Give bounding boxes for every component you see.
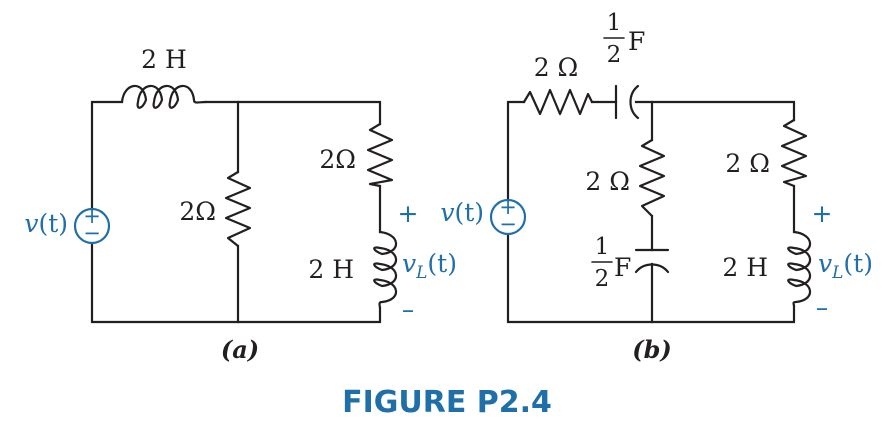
- inductor-b-right: [787, 230, 812, 308]
- inductor-a-top: [120, 84, 208, 109]
- voltage-source-a: [73, 207, 111, 245]
- wire-a-top-right: [204, 100, 382, 126]
- wire-b-top-right: [634, 100, 796, 122]
- wire-a-top-left: [90, 100, 124, 216]
- output-b-label: vL(t): [818, 249, 873, 283]
- resistor-b-middle-label: 2 Ω: [585, 167, 630, 196]
- resistor-b-top-label: 2 Ω: [534, 53, 579, 82]
- output-b-minus: –: [816, 293, 829, 322]
- source-a-label: v(t): [24, 209, 68, 238]
- wire-a-bottom: [90, 236, 382, 324]
- circuit-a-tag: (a): [221, 335, 259, 364]
- capacitor-b-bottom-num: 1: [595, 234, 610, 260]
- resistor-b-right-label: 2 Ω: [725, 149, 770, 178]
- resistor-a-middle: [224, 170, 252, 248]
- capacitor-b-bottom-den: 2: [595, 266, 610, 292]
- figure-caption: FIGURE P2.4: [342, 385, 552, 420]
- circuit-b-tag: (b): [632, 335, 672, 364]
- resistor-a-right-label: 2Ω: [319, 145, 356, 174]
- capacitor-b-bottom-plate-curved: [634, 263, 670, 274]
- resistor-b-right: [780, 118, 808, 188]
- voltage-source-b-plus: +: [499, 195, 517, 219]
- inductor-a-top-label: 2 H: [141, 45, 187, 74]
- capacitor-b-top-unit: F: [628, 27, 645, 56]
- wire-b-top-left: [506, 100, 526, 206]
- capacitor-b-top-num: 1: [607, 10, 622, 36]
- output-a-label: vL(t): [402, 249, 457, 283]
- output-a-plus: +: [398, 199, 419, 228]
- source-b-label: v(t): [440, 198, 484, 227]
- resistor-b-middle: [638, 138, 666, 218]
- inductor-b-right-label: 2 H: [722, 253, 768, 282]
- circuit-b: 2 Ω 1 2 F 2 Ω 1 2 F 2 Ω 2 H + − v(t) + –…: [440, 10, 873, 364]
- capacitor-b-top-plate-curved: [629, 84, 640, 120]
- capacitor-b-top-den: 2: [607, 42, 622, 68]
- resistor-a-right: [366, 122, 394, 188]
- capacitor-b-bottom-unit: F: [614, 253, 631, 282]
- voltage-source-a-minus: −: [83, 221, 101, 245]
- inductor-a-right: [373, 230, 398, 310]
- output-a-minus: –: [402, 295, 415, 324]
- resistor-b-top: [522, 88, 594, 116]
- voltage-source-b-minus: −: [499, 212, 517, 236]
- circuit-a: 2 H 2Ω 2Ω 2 H + − v(t) + – vL(t) (a): [24, 45, 457, 364]
- inductor-a-right-label: 2 H: [308, 255, 354, 284]
- resistor-a-middle-label: 2Ω: [179, 197, 216, 226]
- voltage-source-b: [489, 198, 527, 236]
- output-b-plus: +: [812, 199, 833, 228]
- voltage-source-a-plus: +: [83, 204, 101, 228]
